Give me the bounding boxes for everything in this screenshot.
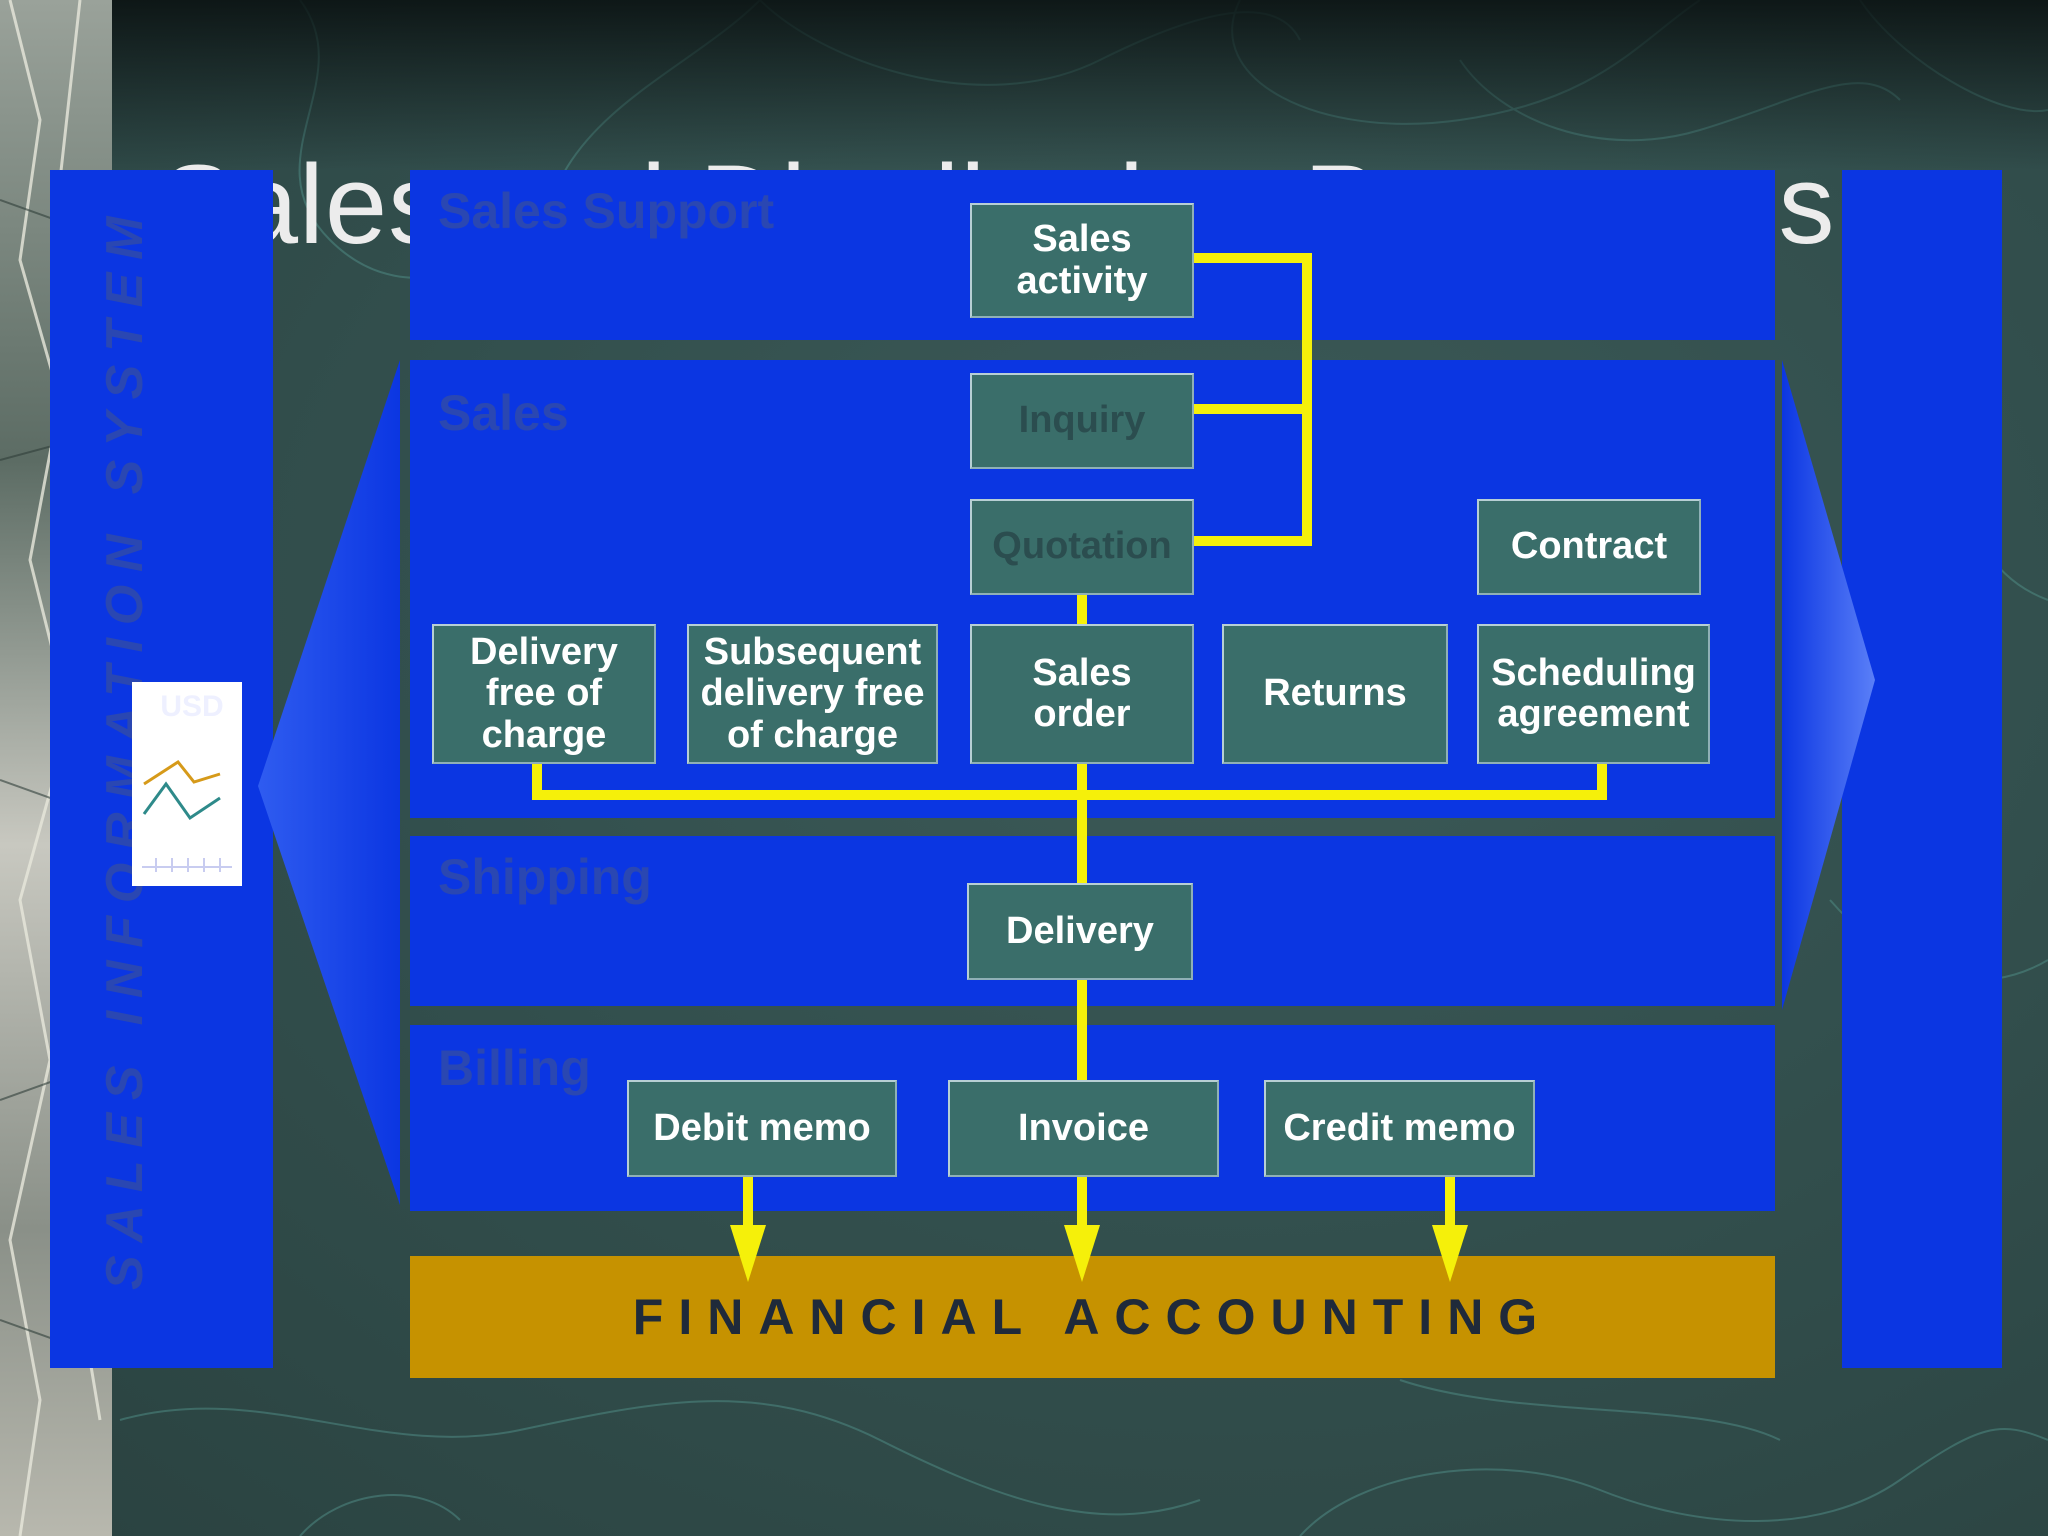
node-delivery[interactable]: Delivery (967, 883, 1193, 980)
arrow-credit-memo-icon (1432, 1225, 1468, 1282)
line-chart-icon: USD (132, 682, 242, 886)
node-quotation[interactable]: Quotation (970, 499, 1194, 595)
connector-sales-row (532, 764, 1607, 800)
band-label-sales-support: Sales Support (438, 183, 775, 239)
band-label-sales: Sales (438, 385, 569, 441)
node-contract[interactable]: Contract (1477, 499, 1701, 595)
node-debit-memo[interactable]: Debit memo (627, 1080, 897, 1177)
node-returns[interactable]: Returns (1222, 624, 1448, 764)
connector-sales-activity (1192, 253, 1312, 546)
top-shadow (0, 0, 2048, 170)
arrow-debit-memo-icon (730, 1225, 766, 1282)
node-invoice[interactable]: Invoice (948, 1080, 1219, 1177)
arrow-invoice-icon (1064, 1225, 1100, 1282)
node-inquiry[interactable]: Inquiry (970, 373, 1194, 469)
band-label-shipping: Shipping (438, 849, 652, 905)
financial-accounting-band: FINANCIAL ACCOUNTING (410, 1256, 1775, 1378)
node-credit-memo[interactable]: Credit memo (1264, 1080, 1535, 1177)
band-label-billing: Billing (438, 1040, 591, 1096)
chart-currency-label: USD (160, 690, 223, 723)
sales-information-system-right-panel (1842, 170, 2002, 1368)
financial-accounting-label: FINANCIAL ACCOUNTING (632, 1289, 1553, 1345)
